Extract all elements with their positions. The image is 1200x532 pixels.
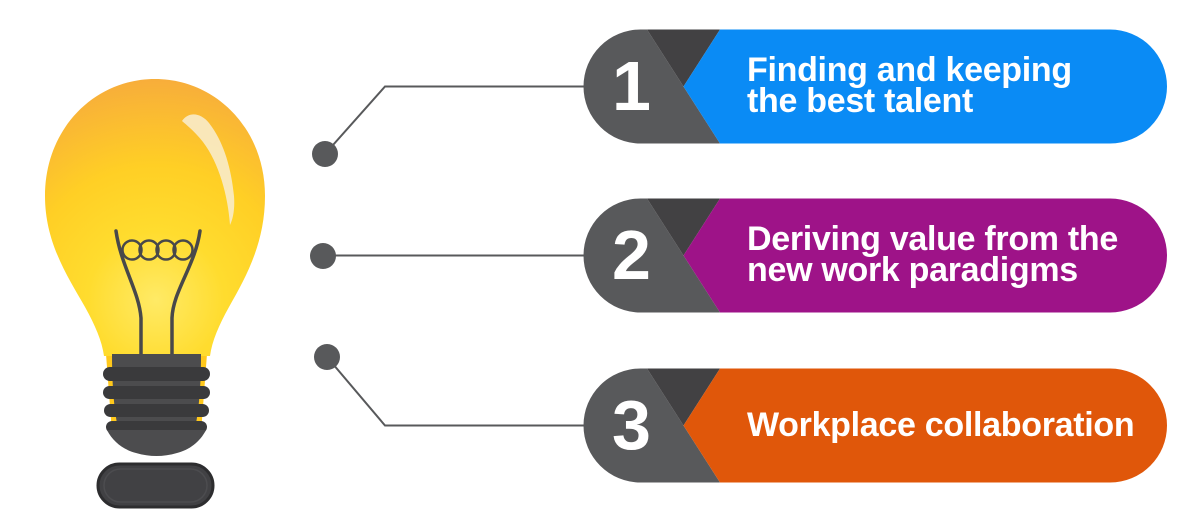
- filament: [114, 229, 202, 358]
- connector-line-1: [324, 85, 600, 155]
- badge-2-number: 2: [612, 216, 651, 294]
- callout-badge-2: [583, 198, 1167, 313]
- badge-1-title-line-1: Finding and keeping: [747, 51, 1072, 89]
- badge-2-fold: [647, 198, 720, 256]
- bulb-base-threads: [103, 367, 210, 433]
- badge-3-title: Workplace collaboration: [747, 368, 1167, 482]
- connector-line-3: [326, 356, 600, 427]
- callout-badge-3: [583, 368, 1167, 483]
- badge-3-fold: [647, 368, 720, 426]
- badge-1-number-capsule: [583, 29, 720, 144]
- badge-3-number-capsule: [583, 368, 720, 483]
- callout-badge-1: [583, 29, 1167, 144]
- badge-1-fold: [647, 29, 720, 87]
- connector-lines: [310, 85, 600, 427]
- connector-dot-2: [310, 243, 336, 269]
- bulb-shadow-puck: [96, 462, 215, 509]
- badge-1-title: Finding and keeping the best talent: [747, 29, 1167, 143]
- badge-3-number: 3: [612, 386, 651, 464]
- badge-1-banner: [683, 29, 1167, 144]
- badge-1-number: 1: [612, 47, 651, 125]
- badge-2-number-capsule: [583, 198, 720, 313]
- badge-2-title-line-2: new work paradigms: [747, 251, 1078, 289]
- filament-coils: [121, 239, 194, 261]
- bulb-base-tip: [107, 430, 206, 456]
- badge-1-title-line-2: the best talent: [747, 82, 973, 120]
- filament-left-wire: [114, 229, 143, 358]
- badge-3-title-line-1: Workplace collaboration: [747, 405, 1135, 444]
- filament-right-wire: [170, 229, 202, 358]
- bulb-shadow-puck-rim: [103, 468, 208, 503]
- lightbulb: [45, 79, 265, 509]
- badge-2-banner: [683, 198, 1167, 313]
- connector-dot-3: [314, 344, 340, 370]
- badge-2-title-line-1: Deriving value from the: [747, 220, 1118, 258]
- badge-3-banner: [683, 368, 1167, 483]
- bulb-highlight: [182, 114, 235, 225]
- connector-dot-1: [312, 141, 338, 167]
- badge-2-title: Deriving value from the new work paradig…: [747, 198, 1167, 312]
